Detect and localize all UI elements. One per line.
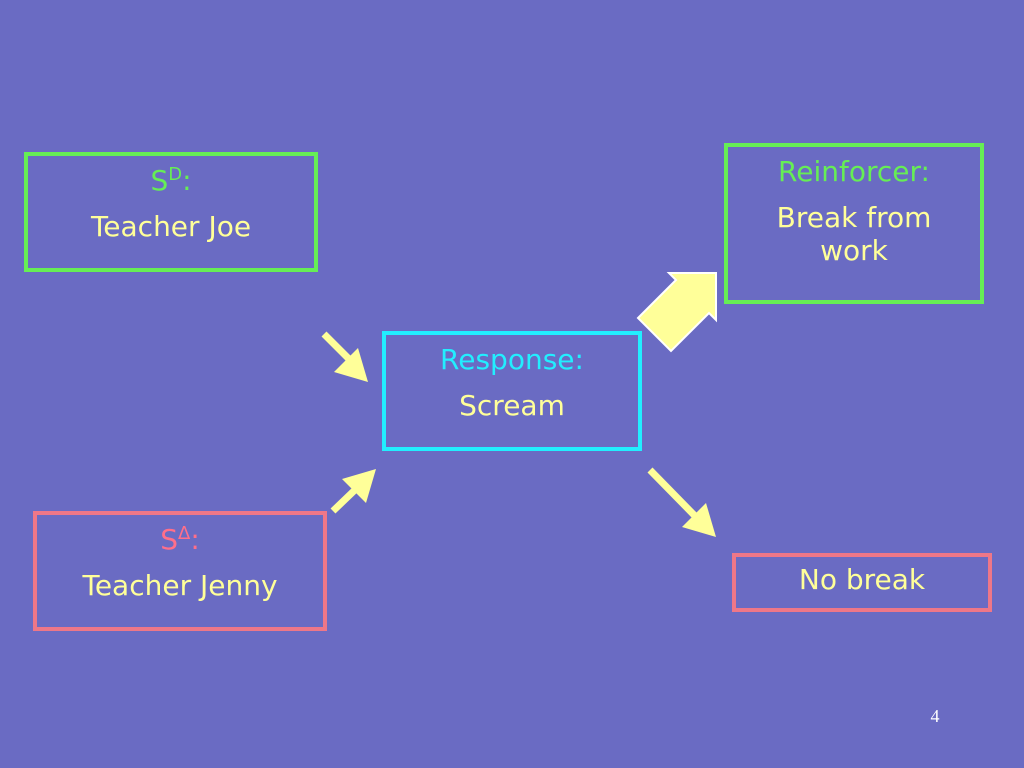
page-number: 4 (930, 706, 940, 726)
arrow-response-to-nobreak (647, 467, 716, 537)
reinforcer-text-line2: work (820, 234, 888, 268)
sd-box: SD: Teacher Joe (24, 152, 318, 272)
sdelta-box: SΔ: Teacher Jenny (33, 511, 327, 631)
response-label: Response: (440, 343, 584, 376)
reinforcer-label: Reinforcer: (778, 155, 930, 188)
sdelta-text: Teacher Jenny (82, 568, 278, 602)
arrow-response-to-reinforcer (636, 272, 717, 353)
no-break-box: No break (732, 553, 992, 612)
response-box: Response: Scream (382, 331, 642, 451)
sd-label: SD: (150, 164, 192, 197)
response-text: Scream (459, 388, 565, 422)
sd-text: Teacher Joe (90, 209, 252, 243)
arrow-sd-to-response (321, 331, 368, 382)
arrow-sdelta-to-response (330, 469, 376, 514)
sdelta-superscript: Δ (178, 523, 191, 544)
no-break-text: No break (798, 563, 926, 596)
sd-superscript: D (168, 164, 183, 185)
sdelta-label: SΔ: (160, 523, 200, 556)
reinforcer-text-line1: Break from (776, 200, 932, 234)
